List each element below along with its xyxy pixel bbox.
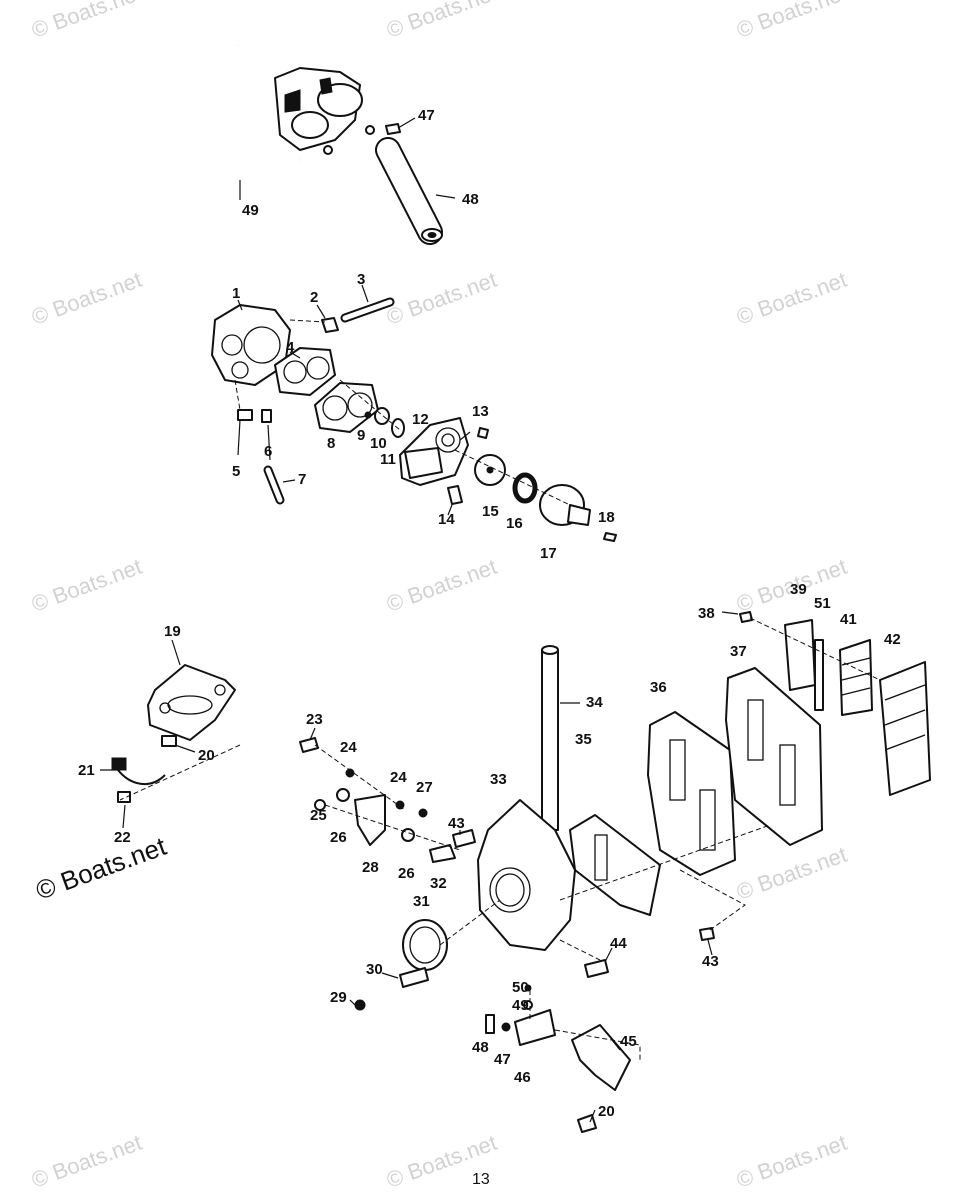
- callout-label: 42: [884, 631, 901, 648]
- callout-label: 11: [380, 451, 396, 468]
- page-number: 13: [472, 1171, 490, 1188]
- callout-label: 48: [472, 1039, 489, 1056]
- callout-label: 26: [330, 829, 347, 846]
- watermark: © Boats.net: [383, 554, 500, 617]
- watermark: © Boats.net: [733, 0, 850, 43]
- callout-label: 44: [610, 935, 627, 952]
- callout-labels: 49 47 48 1 2 3 4 5 6 7 8 9 10 11 12 13 1…: [78, 107, 901, 1120]
- watermark: © Boats.net: [733, 1130, 850, 1193]
- callout-label: 16: [506, 515, 523, 532]
- callout-label: 1: [232, 285, 240, 302]
- watermark-main: © Boats.net: [32, 831, 171, 906]
- callout-label: 37: [730, 643, 747, 660]
- callout-label: 3: [357, 271, 365, 288]
- callout-label: 26: [398, 865, 415, 882]
- watermark: © Boats.net: [383, 267, 500, 330]
- callout-label: 32: [430, 875, 447, 892]
- callout-label: 36: [650, 679, 667, 696]
- watermark: © Boats.net: [733, 842, 850, 905]
- callout-label: 33: [490, 771, 507, 788]
- callout-label: 24: [340, 739, 357, 756]
- callout-label: 47: [418, 107, 435, 124]
- callout-label: 49: [242, 202, 259, 219]
- callout-label: 21: [78, 762, 95, 779]
- callout-label: 22: [114, 829, 131, 846]
- bracket-group: [111, 664, 236, 803]
- callout-label: 45: [620, 1033, 637, 1050]
- watermark: © Boats.net: [28, 554, 145, 617]
- callout-label: 6: [264, 443, 272, 460]
- fuel-pump-assembly: [225, 44, 443, 245]
- callout-label: 7: [298, 471, 306, 488]
- callout-label: 39: [790, 581, 807, 598]
- callout-label: 14: [438, 511, 455, 528]
- callout-label: 10: [370, 435, 387, 452]
- callout-label: 9: [357, 427, 365, 444]
- callout-label: 49: [512, 997, 529, 1014]
- watermark: © Boats.net: [28, 1130, 145, 1193]
- callout-label: 31: [413, 893, 430, 910]
- intake-assembly: [119, 611, 931, 1133]
- callout-label: 38: [698, 605, 715, 622]
- callout-label: 47: [494, 1051, 511, 1068]
- callout-label: 48: [462, 191, 479, 208]
- callout-label: 19: [164, 623, 181, 640]
- callout-label: 43: [448, 815, 465, 832]
- callout-label: 23: [306, 711, 323, 728]
- callout-label: 28: [362, 859, 379, 876]
- callout-label: 13: [472, 403, 489, 420]
- watermark: © Boats.net: [28, 267, 145, 330]
- callout-label: 46: [514, 1069, 531, 1086]
- callout-label: 25: [310, 807, 327, 824]
- callout-label: 17: [540, 545, 557, 562]
- watermark: © Boats.net: [383, 0, 500, 43]
- callout-label: 2: [310, 289, 318, 306]
- callout-label: 35: [575, 731, 592, 748]
- watermark-layer: © Boats.net © Boats.net © Boats.net © Bo…: [28, 0, 850, 1193]
- callout-label: 20: [198, 747, 215, 764]
- callout-label: 29: [330, 989, 347, 1006]
- callout-label: 27: [416, 779, 433, 796]
- callout-label: 18: [598, 509, 615, 526]
- callout-label: 4: [286, 339, 295, 356]
- callout-label: 8: [327, 435, 335, 452]
- callout-label: 34: [586, 694, 603, 711]
- callout-label: 41: [840, 611, 857, 628]
- watermark: © Boats.net: [733, 267, 850, 330]
- callout-label: 43: [702, 953, 719, 970]
- callout-label: 50: [512, 979, 529, 996]
- callout-label: 51: [814, 595, 831, 612]
- callout-label: 30: [366, 961, 383, 978]
- watermark: © Boats.net: [28, 0, 145, 43]
- leader-lines: [100, 117, 739, 1123]
- callout-label: 5: [232, 463, 240, 480]
- callout-label: 20: [598, 1103, 615, 1120]
- callout-label: 15: [482, 503, 499, 520]
- callout-label: 24: [390, 769, 407, 786]
- pump-exploded-view: [211, 297, 617, 542]
- callout-label: 12: [412, 411, 429, 428]
